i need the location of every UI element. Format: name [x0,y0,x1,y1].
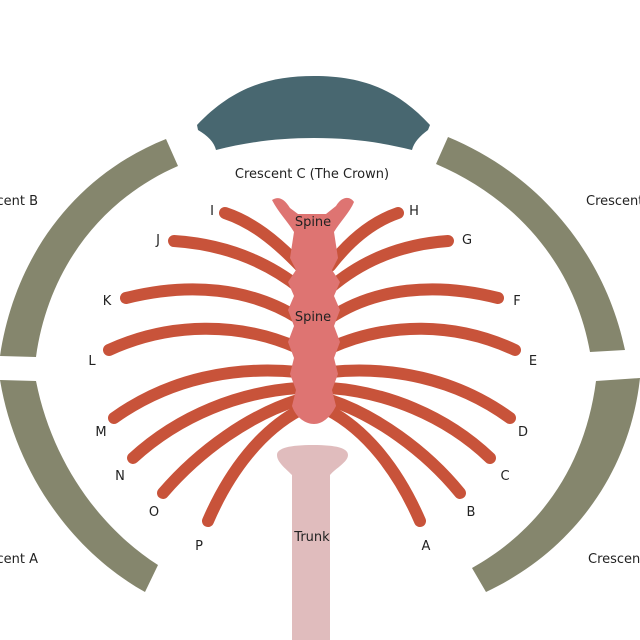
frond-n[interactable] [127,382,304,464]
crescent-b-label: Crescent B [0,194,38,209]
frond-m[interactable] [108,364,304,424]
frond-label-h: H [409,204,419,219]
frond-label-p: P [195,539,203,554]
frond-e[interactable] [324,322,521,356]
frond-label-a: A [422,539,431,554]
frond-label-o: O [149,505,159,520]
frond-label-c: C [500,469,509,484]
spine-label-mid: Spine [295,310,331,325]
frond-g[interactable] [324,235,454,294]
frond-label-b: B [467,505,476,520]
crescent-a-segment[interactable] [0,380,158,592]
frond-d[interactable] [324,364,516,424]
frond-label-g: G [462,233,472,248]
frond-o[interactable] [157,394,304,499]
crescent-d-label: Crescent [588,552,640,567]
frond-l[interactable] [103,322,304,356]
frond-p[interactable] [202,404,306,527]
frond-c[interactable] [324,382,496,464]
frond-label-i: I [210,204,214,219]
trunk-label: Trunk [293,530,330,545]
crescent-a-label: Crescent A [0,552,38,567]
labels: Crescent C (The Crown) Crescent B Cresce… [0,167,640,567]
crescent-e-label: Crescent [586,194,640,209]
crescent-d-segment[interactable] [472,378,640,592]
crescent-c-label: Crescent C (The Crown) [235,167,389,182]
trunk-shape[interactable] [277,445,348,640]
frond-label-m: M [95,425,106,440]
fronds [103,207,521,527]
frond-label-l: L [88,354,96,369]
frond-label-k: K [103,294,112,309]
crescent-ring [0,137,640,592]
frond-label-f: F [513,294,520,309]
crescent-e-segment[interactable] [436,137,625,352]
frond-label-n: N [115,469,125,484]
frond-k[interactable] [120,283,304,324]
frond-a[interactable] [322,404,426,527]
spine-label-top: Spine [295,215,331,230]
frond-label-j: J [155,233,160,248]
frond-label-d: D [518,425,528,440]
frond-b[interactable] [324,394,466,499]
frond-j[interactable] [168,235,306,294]
spine-shape[interactable] [272,197,354,424]
frond-label-e: E [529,354,537,369]
crescent-b-segment[interactable] [0,139,178,357]
frond-f[interactable] [324,283,504,324]
crescent-c-crown[interactable] [197,76,430,150]
